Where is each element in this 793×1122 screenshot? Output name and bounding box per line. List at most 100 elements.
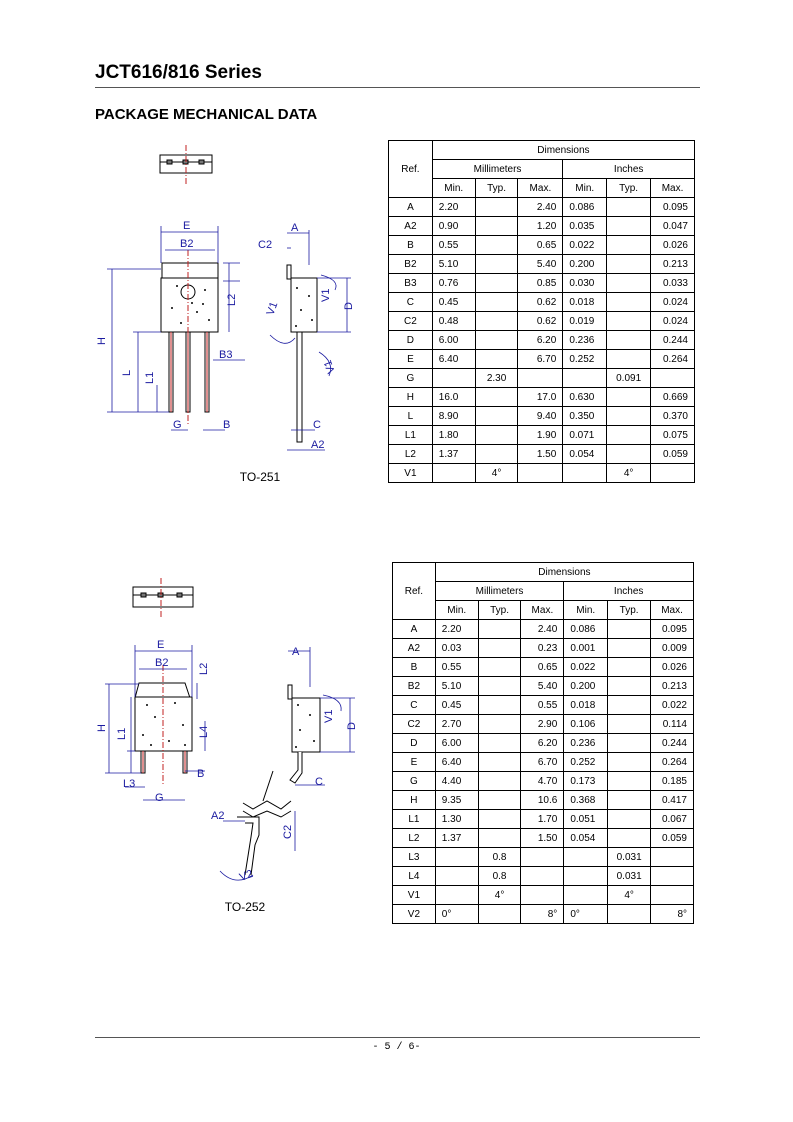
in-header: Inches	[562, 159, 695, 179]
cell-in-typ	[606, 197, 652, 217]
label-V1-b: V1	[320, 289, 332, 302]
cell-ref: H	[388, 387, 433, 407]
cell-mm-min: 6.40	[431, 349, 476, 369]
label-G: G	[155, 792, 164, 804]
cell-in-max	[650, 368, 695, 388]
cell-mm-typ	[477, 752, 522, 772]
cell-mm-typ	[474, 387, 519, 407]
cell-mm-typ: 4°	[474, 463, 519, 483]
cell-mm-typ	[477, 809, 522, 829]
to251-dimensions-table: Ref. Dimensions Millimeters Inches Min. …	[388, 140, 696, 483]
cell-in-max	[650, 885, 694, 905]
cell-mm-max: 8°	[520, 904, 565, 924]
cell-mm-max: 0.65	[520, 657, 565, 677]
cell-in-max: 0.026	[650, 657, 694, 677]
document-title: JCT616/816 Series	[95, 62, 262, 83]
cell-in-typ	[606, 235, 652, 255]
cell-in-max: 0.213	[650, 676, 694, 696]
cell-in-typ	[606, 311, 652, 331]
cell-mm-typ: 4°	[477, 885, 522, 905]
cell-mm-min: 0.90	[431, 216, 476, 236]
col-min: Min.	[431, 178, 476, 198]
cell-in-min: 0.236	[563, 733, 609, 753]
cell-in-max: 0.244	[650, 330, 695, 350]
to252-package-label: TO-252	[224, 900, 266, 914]
cell-in-max: 0.059	[650, 444, 695, 464]
cell-in-min: 0.086	[563, 619, 609, 639]
cell-in-max: 0.417	[650, 790, 694, 810]
cell-mm-max	[520, 866, 565, 886]
cell-mm-min: 0.55	[434, 657, 479, 677]
cell-mm-min	[434, 885, 479, 905]
cell-in-max: 8°	[650, 904, 694, 924]
to251-side-body	[290, 277, 318, 333]
label-H: H	[96, 724, 108, 732]
cell-mm-max: 1.50	[520, 828, 565, 848]
cell-in-max: 0.022	[650, 695, 694, 715]
cell-in-typ	[607, 619, 652, 639]
cell-mm-max: 5.40	[517, 254, 564, 274]
cell-mm-typ	[477, 771, 522, 791]
label-D: D	[346, 722, 358, 730]
dimensions-header: Dimensions	[434, 562, 695, 582]
cell-ref: E	[388, 349, 433, 369]
cell-ref: C	[388, 292, 433, 312]
cell-in-typ	[606, 406, 652, 426]
cell-ref: L4	[392, 866, 436, 886]
cell-mm-max: 6.70	[520, 752, 565, 772]
cell-ref: V2	[392, 904, 436, 924]
cell-ref: C2	[388, 311, 433, 331]
cell-mm-min: 2.70	[434, 714, 479, 734]
cell-ref: B3	[388, 273, 433, 293]
col-min: Min.	[434, 600, 479, 620]
col-typ: Typ.	[607, 600, 652, 620]
cell-mm-typ	[477, 695, 522, 715]
cell-in-max: 0.059	[650, 828, 694, 848]
cell-mm-min: 5.10	[434, 676, 479, 696]
cell-in-min	[563, 847, 609, 867]
to252-drawing: E B2 L2 A H L1 L4 V1 D B L3 G C A2 C2 V2	[96, 578, 358, 884]
cell-mm-max: 2.90	[520, 714, 565, 734]
cell-mm-typ	[474, 216, 519, 236]
cell-ref: G	[388, 368, 433, 388]
label-V1-c: V1	[322, 358, 338, 375]
cell-in-max: 0.095	[650, 197, 695, 217]
cell-mm-min: 9.35	[434, 790, 479, 810]
label-C: C	[315, 776, 323, 788]
cell-ref: H	[392, 790, 436, 810]
cell-mm-max: 10.6	[520, 790, 565, 810]
cell-mm-typ	[477, 714, 522, 734]
cell-in-max: 0.024	[650, 311, 695, 331]
label-L1: L1	[144, 372, 156, 384]
cell-in-typ	[607, 771, 652, 791]
cell-mm-max	[520, 847, 565, 867]
cell-mm-max: 9.40	[517, 406, 564, 426]
cell-in-typ: 4°	[607, 885, 652, 905]
label-L: L	[121, 370, 133, 376]
label-A: A	[291, 222, 299, 234]
cell-mm-typ	[474, 425, 519, 445]
label-A: A	[292, 646, 300, 658]
cell-in-min: 0.022	[563, 657, 609, 677]
cell-in-max: 0.264	[650, 349, 695, 369]
cell-in-typ	[607, 657, 652, 677]
cell-mm-typ: 0.8	[477, 847, 522, 867]
cell-ref: L1	[392, 809, 436, 829]
label-L2: L2	[226, 294, 238, 306]
cell-mm-typ	[477, 790, 522, 810]
